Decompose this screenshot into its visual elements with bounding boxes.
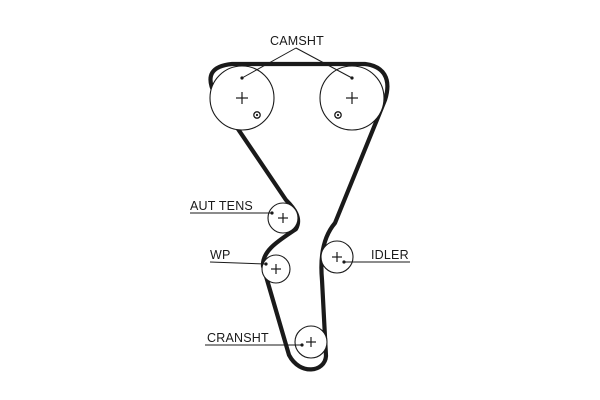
camshaft-pulley-right	[319, 65, 385, 131]
timing-belt	[208, 61, 390, 372]
crankshaft-pulley	[294, 325, 328, 359]
water-pump-label: WP	[210, 248, 231, 262]
camshaft-pulley-left	[209, 65, 275, 131]
crankshaft-label: CRANSHT	[207, 331, 269, 345]
idler-label: IDLER	[371, 248, 409, 262]
camshaft-label: CAMSHT	[270, 34, 324, 48]
leader-lines	[190, 47, 410, 347]
auto-tensioner-label: AUT TENS	[190, 199, 253, 213]
water-pump-pulley	[261, 254, 291, 284]
idler-pulley	[320, 240, 354, 274]
auto-tensioner-pulley	[267, 202, 299, 234]
